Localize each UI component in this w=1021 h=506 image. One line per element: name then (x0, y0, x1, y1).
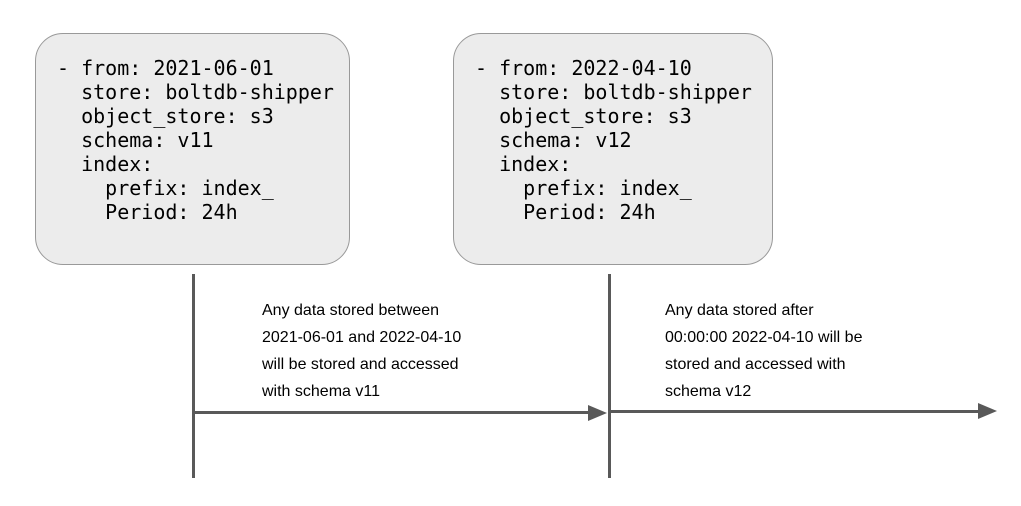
config-code-schema-v12: - from: 2022-04-10 store: boltdb-shipper… (475, 56, 752, 224)
timeline-marker-2022-04-10 (608, 274, 611, 478)
arrowhead-right-icon (978, 403, 997, 419)
arrowhead-right-icon (588, 405, 607, 421)
timeline-marker-2021-06-01 (192, 274, 195, 478)
annotation-v11-period: Any data stored between 2021-06-01 and 2… (262, 302, 462, 400)
timeline-arrow-v12-period (610, 410, 978, 413)
config-box-schema-v12: - from: 2022-04-10 store: boltdb-shipper… (453, 33, 773, 265)
annotation-v12-period: Any data stored after 00:00:00 2022-04-1… (665, 302, 863, 400)
timeline-arrow-v11-period (194, 411, 588, 414)
config-box-schema-v11: - from: 2021-06-01 store: boltdb-shipper… (35, 33, 350, 265)
config-code-schema-v11: - from: 2021-06-01 store: boltdb-shipper… (57, 56, 334, 224)
